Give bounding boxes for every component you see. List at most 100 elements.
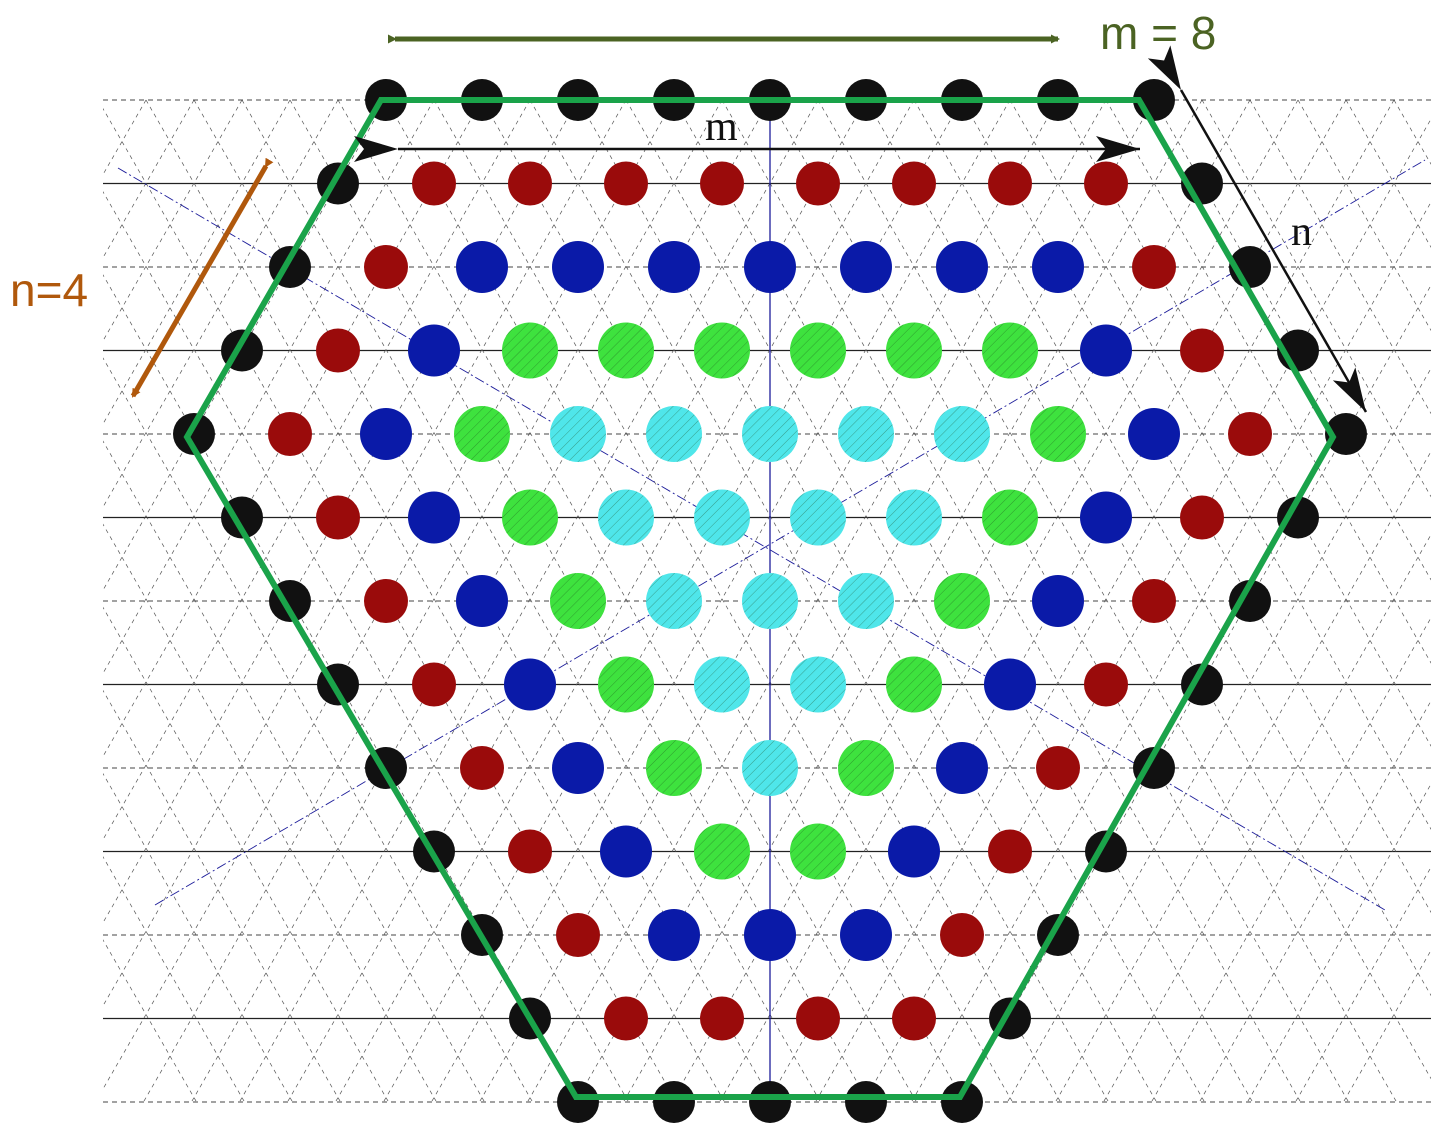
n-value-arrow xyxy=(130,157,274,398)
atom-red xyxy=(1228,412,1272,456)
atom-blue xyxy=(408,491,460,544)
hexagon-outline xyxy=(183,97,1337,1100)
atom-blue xyxy=(1032,575,1084,627)
n-symbol-label: n xyxy=(1291,209,1312,255)
n-value-label: n=4 xyxy=(10,264,88,316)
atom-green-hatch xyxy=(982,489,1038,546)
atom-red xyxy=(1180,328,1224,373)
atom-blue xyxy=(744,909,796,961)
atom-blue xyxy=(936,742,988,794)
atom-outer-black xyxy=(1277,496,1319,539)
atom-green-hatch xyxy=(694,322,750,379)
atom-red xyxy=(1036,746,1080,790)
atom-red xyxy=(604,161,648,206)
atom-red xyxy=(892,996,936,1041)
atom-cyan-hatch xyxy=(838,573,894,629)
atom-blue xyxy=(408,324,460,377)
grid-diagonal-line xyxy=(1009,99,1431,830)
grid-diagonal-line xyxy=(241,99,821,1103)
atom-blue xyxy=(504,658,556,711)
atom-green-hatch xyxy=(838,740,894,796)
grid-diagonal-line xyxy=(103,99,627,1007)
grid-diagonal-line xyxy=(103,99,435,674)
atom-blue xyxy=(552,742,604,794)
grid-diagonal-line xyxy=(433,99,1013,1103)
atom-red xyxy=(700,161,744,206)
atom-cyan-hatch xyxy=(934,406,990,462)
atom-blue xyxy=(1080,491,1132,544)
atom-green-hatch xyxy=(934,573,990,629)
grid-diagonal-line xyxy=(103,523,437,1103)
atom-blue xyxy=(840,241,892,293)
grid-diagonal-line xyxy=(1297,99,1431,332)
atom-outer-black xyxy=(1181,663,1223,706)
atom-blue xyxy=(552,241,604,293)
atom-cyan-hatch xyxy=(838,406,894,462)
atom-outer-black xyxy=(1325,413,1367,455)
atom-red xyxy=(988,161,1032,206)
atom-outer-black xyxy=(173,413,215,455)
atom-outer-black xyxy=(941,1081,983,1123)
atom-green-hatch xyxy=(790,322,846,379)
atom-blue xyxy=(648,909,700,961)
m-value-label: m = 8 xyxy=(1100,7,1216,59)
grid-diagonal-line xyxy=(239,99,819,1103)
atom-outer-black xyxy=(557,1081,599,1123)
grid-diagonal-line xyxy=(527,99,1107,1103)
atom-blue xyxy=(984,658,1036,711)
grid-diagonal-line xyxy=(0,100,50,1102)
grid-diagonal-line xyxy=(721,99,1301,1103)
atom-red xyxy=(364,579,408,623)
atom-green-hatch xyxy=(598,656,654,713)
grid-diagonal-line xyxy=(0,100,98,1102)
atom-red xyxy=(412,662,456,707)
grid-diagonal-line xyxy=(431,99,1011,1103)
atom-red xyxy=(1132,579,1176,623)
atom-red xyxy=(412,161,456,206)
atom-blue xyxy=(456,241,508,293)
atom-red xyxy=(460,746,504,790)
atom-red xyxy=(796,161,840,206)
atom-outer-black xyxy=(845,1081,887,1123)
atom-green-hatch xyxy=(790,823,846,880)
atom-red xyxy=(556,913,600,957)
atom-green-hatch xyxy=(502,489,558,546)
m-symbol-label: m xyxy=(705,104,738,150)
grid-diagonal-line xyxy=(913,99,1431,997)
atom-red xyxy=(700,996,744,1041)
grid-diagonal-line xyxy=(529,99,1109,1103)
atom-blue xyxy=(888,825,940,878)
atom-cyan-hatch xyxy=(790,489,846,546)
atom-outer-black xyxy=(653,1081,695,1123)
atom-cyan-hatch xyxy=(886,489,942,546)
grid-diagonal-line xyxy=(1055,450,1431,1103)
atom-cyan-hatch xyxy=(694,656,750,713)
atom-red xyxy=(988,829,1032,874)
atom-cyan-hatch xyxy=(790,656,846,713)
grid-diagonal-line xyxy=(817,99,1397,1103)
atom-red xyxy=(1084,662,1128,707)
atom-cyan-hatch xyxy=(598,489,654,546)
atom-cyan-hatch xyxy=(742,740,798,796)
atom-blue xyxy=(1128,408,1180,460)
atom-blue xyxy=(744,241,796,293)
grid-diagonal-line xyxy=(1007,367,1431,1103)
atom-red xyxy=(316,495,360,540)
atom-red xyxy=(1180,495,1224,540)
atom-green-hatch xyxy=(694,823,750,880)
atom-cyan-hatch xyxy=(550,406,606,462)
atom-red xyxy=(316,328,360,373)
atom-green-hatch xyxy=(502,322,558,379)
atom-cyan-hatch xyxy=(742,406,798,462)
atom-cyan-hatch xyxy=(694,489,750,546)
atom-blue xyxy=(360,408,412,460)
atom-outer-black xyxy=(1133,747,1175,789)
grid-diagonal-line xyxy=(103,99,531,841)
atom-red xyxy=(364,245,408,289)
atom-blue xyxy=(648,241,700,293)
atom-green-hatch xyxy=(982,322,1038,379)
grid-diagonal-line xyxy=(625,99,1205,1103)
atom-blue xyxy=(840,909,892,961)
